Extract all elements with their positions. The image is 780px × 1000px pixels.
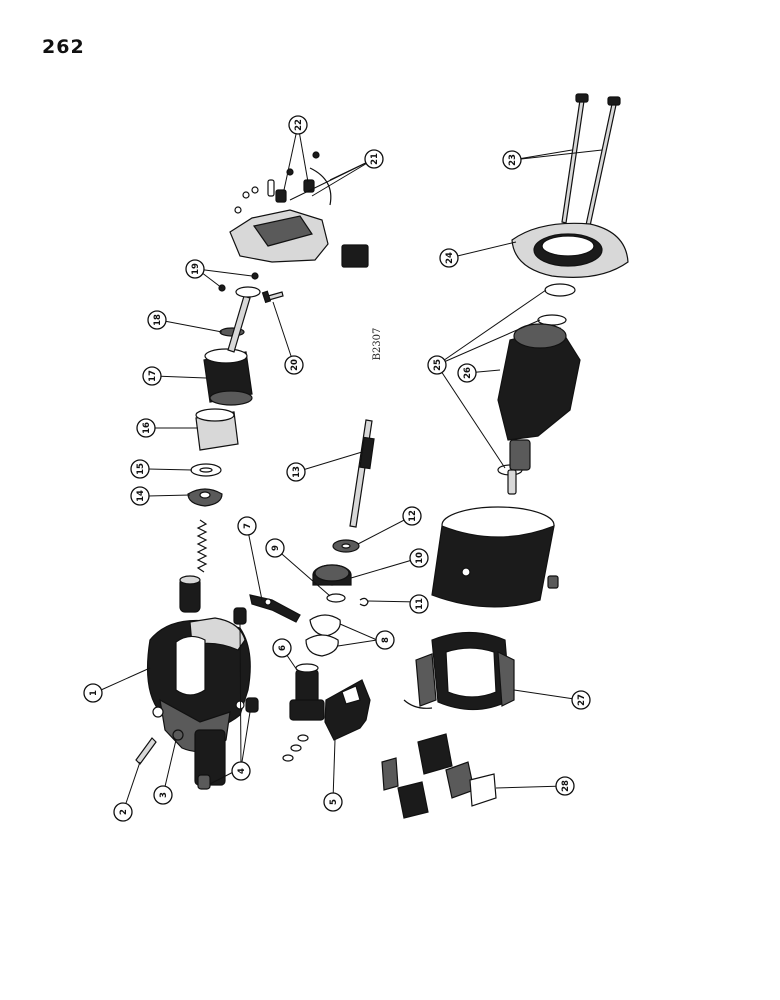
bushings-part [197,607,259,790]
callout-7-label: 7 [243,523,253,529]
callout-11-label: 11 [415,598,425,610]
callout-10-label: 10 [415,552,425,564]
brushes-part [381,733,497,819]
callout-4: 4 [231,761,251,781]
callout-1: 1 [83,683,103,703]
callout-27-label: 27 [577,694,587,706]
lock-ring-part [359,597,369,607]
callout-2: 2 [113,802,133,822]
brush-plate-part [324,679,371,741]
callout-25-label: 25 [433,359,443,371]
callout-15: 15 [130,459,150,479]
callout-20-label: 20 [290,359,300,371]
armature-part [497,323,581,495]
retainer-part [187,488,223,507]
callout-14-label: 14 [136,490,146,502]
callout-8-label: 8 [381,637,391,643]
callout-23: 23 [502,150,522,170]
callout-1-label: 1 [89,690,99,696]
small-washers-part [282,734,309,762]
callout-21: 21 [364,149,384,169]
callout-26-label: 26 [463,367,473,379]
gaskets-part [305,614,341,657]
shift-lever-part [249,594,301,623]
callout-19-label: 19 [191,263,201,275]
callout-21-label: 21 [370,153,380,165]
callout-12: 12 [402,506,422,526]
callout-2-label: 2 [119,809,129,815]
callout-11: 11 [409,594,429,614]
pinion-gear-part [289,663,325,721]
callout-22-label: 22 [294,119,304,131]
plunger-part [179,575,201,613]
callout-19: 19 [185,259,205,279]
callout-26: 26 [457,363,477,383]
callout-18-label: 18 [153,314,163,326]
callout-6-label: 6 [278,645,288,651]
clutch-drive-part [203,348,253,406]
callout-16-label: 16 [142,422,152,434]
callout-28: 28 [555,776,575,796]
callout-6: 6 [272,638,292,658]
through-bolts-part [561,93,621,227]
callout-9: 9 [265,538,285,558]
callout-14: 14 [130,486,150,506]
drive-housing-part [146,617,251,786]
callout-3-label: 3 [159,792,169,798]
field-coils-part [403,631,515,711]
gear-10-part [312,564,352,586]
callout-9-label: 9 [271,545,281,551]
callout-17: 17 [142,366,162,386]
callout-10: 10 [409,548,429,568]
callout-12-label: 12 [408,510,418,522]
callout-7: 7 [237,516,257,536]
thrust-washer-part [332,539,360,553]
solenoid-cover-part [229,151,369,268]
bolt-20-part [261,290,284,304]
callout-20: 20 [284,355,304,375]
field-frame-part [431,506,559,608]
end-plate-part [511,222,629,278]
callout-23-label: 23 [508,154,518,166]
callout-5-label: 5 [329,799,339,805]
callout-24-label: 24 [445,252,455,264]
callout-4-label: 4 [237,768,247,774]
callout-25: 25 [427,355,447,375]
callout-28-label: 28 [561,780,571,792]
washer-9-part [326,593,346,603]
washer-15-part [190,463,222,477]
callout-5: 5 [323,792,343,812]
armature-shaft-part [349,419,375,528]
sleeve-part [195,408,239,451]
drive-shaft-part [218,272,261,353]
callout-13: 13 [286,462,306,482]
callout-27: 27 [571,690,591,710]
figure-code: B2307 [372,328,383,361]
callout-8: 8 [375,630,395,650]
callout-18: 18 [147,310,167,330]
callout-13-label: 13 [292,466,302,478]
callout-3: 3 [153,785,173,805]
callout-24: 24 [439,248,459,268]
callout-22: 22 [288,115,308,135]
pin-part [135,737,157,765]
callout-15-label: 15 [136,463,146,475]
spring-part [196,519,208,573]
page-number: 262 [42,36,85,58]
callout-17-label: 17 [148,370,158,382]
screw-part [172,729,184,741]
callout-16: 16 [136,418,156,438]
